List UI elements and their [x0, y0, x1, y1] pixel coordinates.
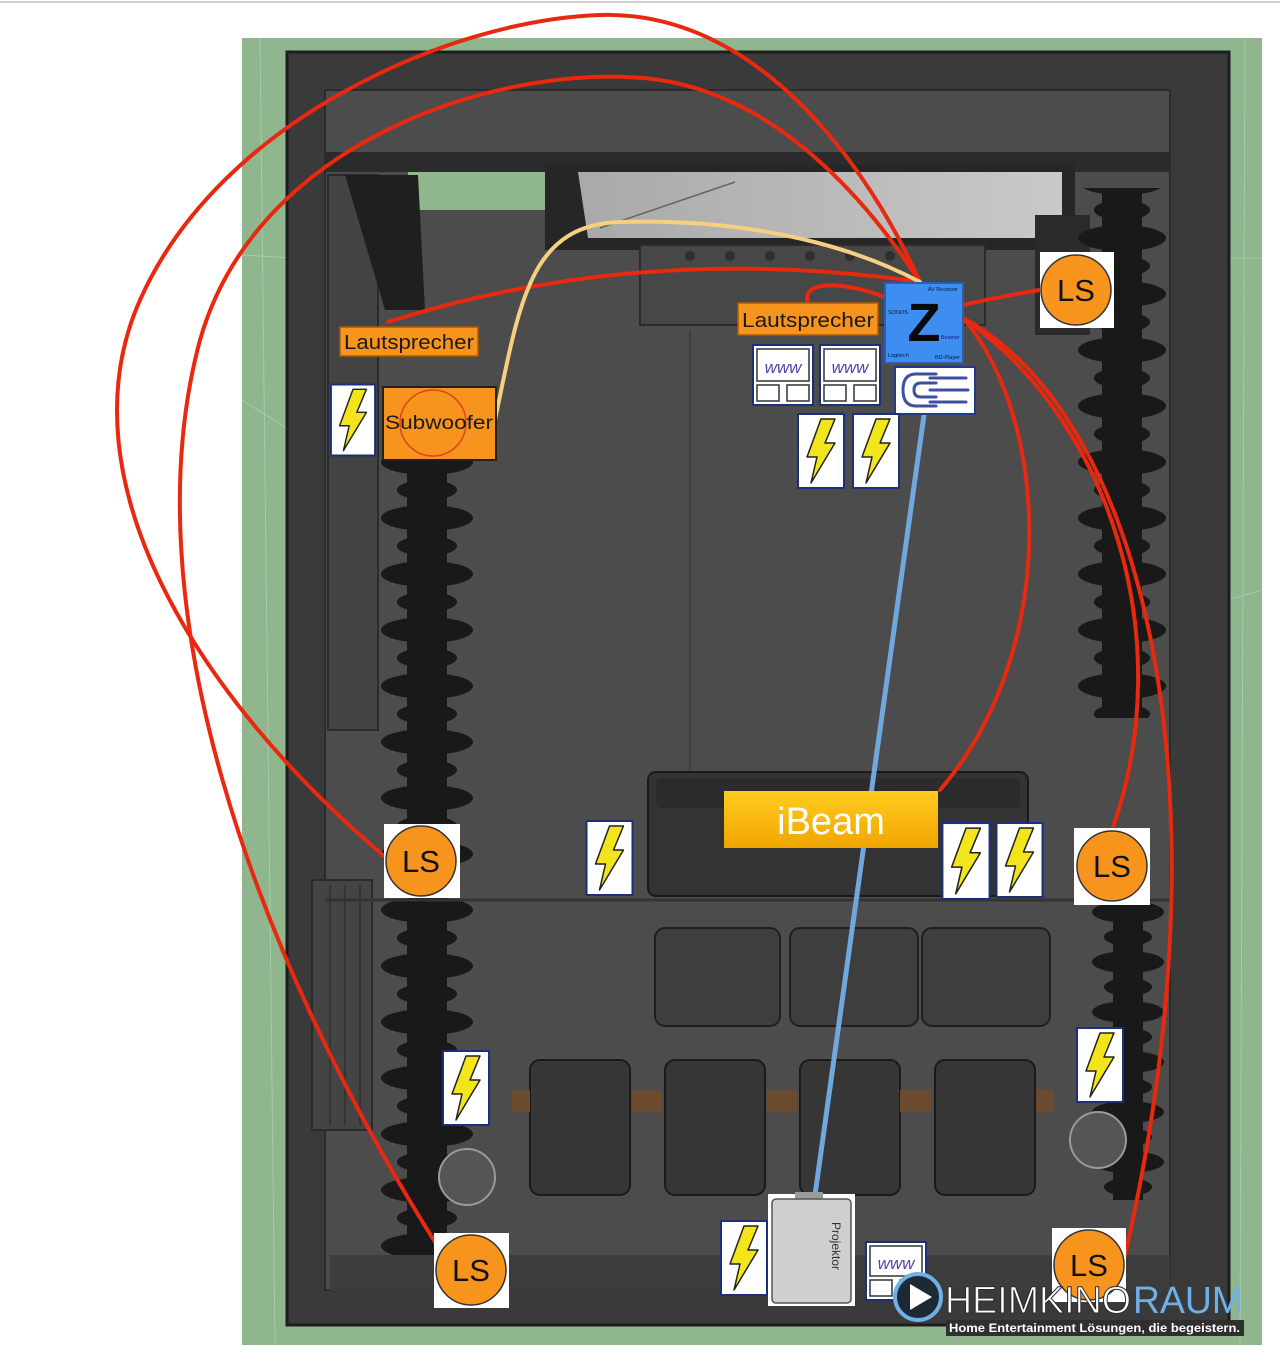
recliner-seat — [934, 1059, 1036, 1196]
round-stool-right — [1069, 1111, 1127, 1169]
ls-label: LS — [1070, 1248, 1108, 1283]
ls-label: LS — [402, 844, 440, 879]
ibeam-label: iBeam — [777, 801, 885, 843]
tagline-background — [946, 1320, 1244, 1336]
www-label: www — [832, 358, 871, 377]
play-icon — [893, 1272, 943, 1322]
ls-speaker-top-right: LS — [1040, 252, 1114, 328]
lightning-icon — [941, 822, 991, 900]
ls-speaker-bottom-right: LS — [1052, 1228, 1126, 1302]
central-hub: Z AV Receiver SONOS Beamer Logitech BD-P… — [884, 282, 964, 364]
lightning-icon — [719, 1220, 769, 1296]
speaker-right-label: Lautsprecher — [742, 310, 874, 332]
recliner-seat — [664, 1059, 766, 1196]
recliner-seat — [799, 1059, 901, 1196]
lightning-icon — [995, 822, 1044, 898]
armchair — [921, 927, 1051, 1027]
armchair — [789, 927, 919, 1027]
left-front-speaker-block — [345, 175, 425, 310]
ls-label: LS — [1093, 849, 1131, 884]
ls-speaker-bottom-left: LS — [434, 1233, 509, 1308]
hub-tag-bottom-right: BD-Player — [935, 355, 960, 361]
hub-tag-bottom-left: Logitech — [888, 353, 909, 359]
cable-to-ibeam — [938, 316, 1032, 792]
recliner-seat — [529, 1059, 631, 1196]
armchair — [654, 927, 781, 1027]
cable-to-ls-top-right — [961, 288, 1042, 307]
heimkinoraum-logo: HEIMKINO RAUM Home Entertainment Lösunge… — [893, 1272, 1244, 1336]
cable-to-speaker-left — [386, 266, 922, 324]
subwoofer-cable — [493, 219, 922, 422]
cable-to-ls-bottom-right — [961, 316, 1174, 1257]
side-tables — [512, 1090, 1054, 1112]
projection-screen — [578, 172, 1062, 238]
speaker-left-label: Lautsprecher — [344, 332, 474, 354]
subwoofer-label: Subwoofer — [385, 413, 494, 434]
logo-brand-main: HEIMKINO — [945, 1280, 1131, 1322]
lightning-icon — [797, 412, 845, 490]
cable-to-speaker-right — [805, 283, 894, 305]
ibeam-bar: iBeam — [724, 791, 938, 848]
subwoofer-box: Subwoofer — [382, 386, 497, 461]
left-rear-cabinet — [311, 879, 373, 1131]
cable-to-ls-right-middle — [961, 316, 1141, 832]
ls-speaker-left-middle: LS — [384, 824, 460, 898]
www-label: www — [765, 358, 804, 377]
hub-tag-right: Beamer — [941, 335, 960, 341]
hub-letter: Z — [908, 293, 941, 353]
cable-to-ls-left-middle — [115, 12, 922, 858]
video-cable — [812, 369, 933, 1198]
lightning-icon — [1075, 1027, 1125, 1103]
logo-brand-accent: RAUM — [1133, 1280, 1243, 1322]
ls-label: LS — [1057, 273, 1095, 308]
www-icon: www — [752, 344, 814, 406]
speaker-left-box: Lautsprecher — [339, 326, 479, 357]
speaker-cables — [115, 12, 1174, 1257]
cable-to-ls-bottom-left — [177, 74, 922, 1252]
ls-label: LS — [452, 1253, 490, 1288]
window-gap — [408, 172, 548, 210]
logo-tagline: Home Entertainment Lösungen, die begeist… — [949, 1323, 1240, 1335]
lightning-icon — [852, 412, 900, 490]
hub-tag-top: AV Receiver — [928, 287, 958, 293]
lawn-grid-lines — [241, 37, 1263, 1346]
speaker-right-box: Lautsprecher — [737, 302, 879, 336]
lightning-icon — [330, 383, 376, 457]
lightning-icon — [585, 820, 634, 896]
ls-speaker-right-middle: LS — [1074, 828, 1150, 905]
hdmi-connector-icon — [894, 366, 976, 415]
round-stool-left — [438, 1148, 496, 1206]
www-label: www — [878, 1254, 917, 1273]
www-icon: www — [819, 344, 881, 406]
lightning-icon — [441, 1050, 491, 1126]
hub-tag-left: SONOS — [888, 310, 908, 316]
projector-label: Projektor — [829, 1222, 843, 1270]
projector: Projektor — [768, 1192, 855, 1306]
